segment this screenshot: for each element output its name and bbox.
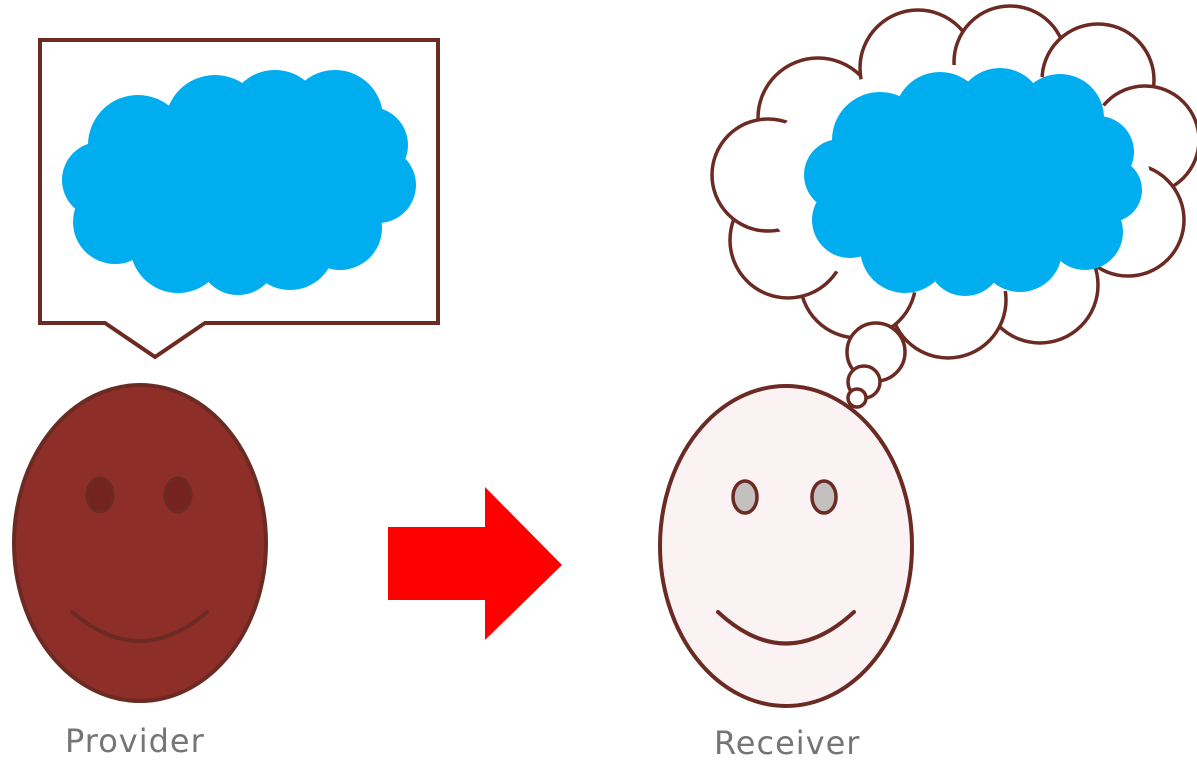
provider-face [14,385,266,701]
transfer-arrow-icon [388,487,562,640]
provider-label: Provider [65,722,205,760]
provider-right-eye [165,478,191,512]
thought-dot-small [848,389,866,407]
receiver-face [660,386,912,706]
idea-cloud-icon [62,70,416,295]
provider-left-eye [87,478,113,512]
receiver-left-eye [733,481,757,513]
receiver-right-eye [812,481,836,513]
receiver-face-icon [660,386,912,706]
provider-face-icon [14,385,266,701]
receiver-label: Receiver [714,724,860,762]
transfer-arrow [388,487,562,640]
